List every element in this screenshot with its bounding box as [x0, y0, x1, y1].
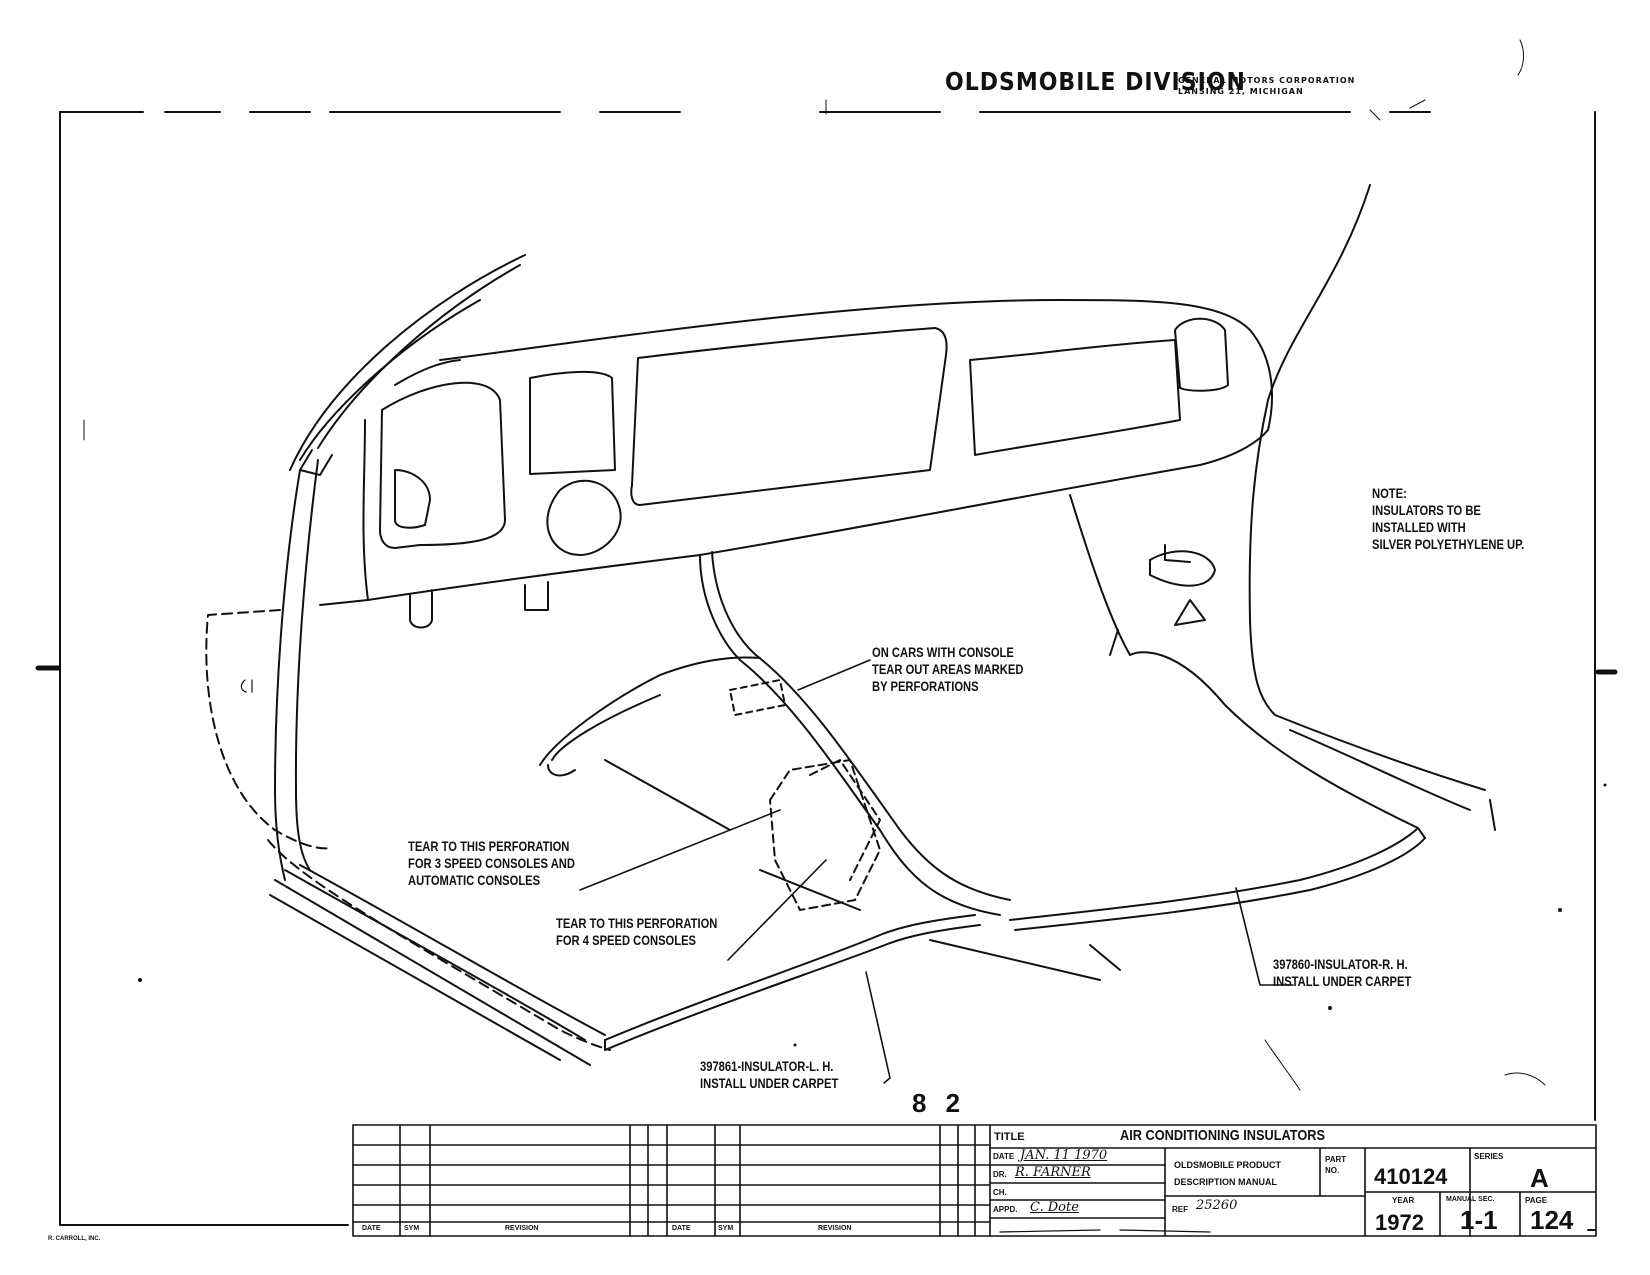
- division-name: OLDSMOBILE DIVISION: [945, 68, 1246, 97]
- series-value: A: [1530, 1163, 1549, 1193]
- date-label: DATE: [993, 1152, 1015, 1161]
- part-number-label: PART NO.: [1325, 1155, 1347, 1175]
- callout-line: TEAR TO THIS PERFORATION: [408, 838, 570, 854]
- border-left: [59, 111, 349, 1226]
- three-speed-callout: TEAR TO THIS PERFORATION FOR 3 SPEED CON…: [408, 838, 575, 889]
- drawn-by-value: R. FARNER: [1015, 1165, 1091, 1180]
- rev-sym-header-2: SYM: [718, 1225, 734, 1232]
- rev-revision-header-2: REVISION: [818, 1225, 852, 1232]
- rev-date-header: DATE: [362, 1225, 381, 1232]
- note-line: INSULATORS TO BE: [1372, 502, 1481, 518]
- callout-line: INSTALL UNDER CARPET: [1273, 973, 1412, 989]
- corporation-name: GENERAL MOTORS CORPORATION: [1178, 76, 1356, 85]
- title-block-grid: [352, 1124, 1597, 1237]
- page-number: 8 2: [912, 1088, 967, 1118]
- manual-section-value: 1-1: [1460, 1205, 1498, 1235]
- checked-by-label: CH.: [993, 1188, 1007, 1197]
- installation-note: NOTE: INSULATORS TO BE INSTALLED WITH SI…: [1372, 485, 1524, 553]
- rh-insulator-callout: 397860-INSULATOR-R. H. INSTALL UNDER CAR…: [1273, 956, 1411, 990]
- callout-line: 397861-INSULATOR-L. H.: [700, 1058, 834, 1074]
- rev-revision-header: REVISION: [505, 1225, 539, 1232]
- drawing-title: AIR CONDITIONING INSULATORS: [1120, 1127, 1325, 1144]
- printer-credit: R. CARROLL, INC.: [48, 1236, 101, 1242]
- console-callout: ON CARS WITH CONSOLE TEAR OUT AREAS MARK…: [872, 644, 1023, 695]
- manual-name-line-1: OLDSMOBILE PRODUCT: [1174, 1160, 1281, 1170]
- callout-line: 397860-INSULATOR-R. H.: [1273, 956, 1408, 972]
- page-value: 124: [1530, 1205, 1574, 1235]
- title-label: TITLE: [994, 1131, 1025, 1143]
- rev-sym-header: SYM: [404, 1225, 420, 1232]
- callout-line: FOR 3 SPEED CONSOLES AND: [408, 855, 575, 871]
- callout-line: BY PERFORATIONS: [872, 678, 979, 694]
- date-value: JAN. 11 1970: [1020, 1148, 1108, 1163]
- year-value: 1972: [1375, 1210, 1424, 1235]
- lh-insulator-callout: 397861-INSULATOR-L. H. INSTALL UNDER CAR…: [700, 1058, 838, 1092]
- page-label: PAGE: [1525, 1196, 1548, 1205]
- note-line: SILVER POLYETHYLENE UP.: [1372, 536, 1525, 552]
- note-line: INSTALLED WITH: [1372, 519, 1466, 535]
- four-speed-callout: TEAR TO THIS PERFORATION FOR 4 SPEED CON…: [556, 915, 717, 949]
- callout-line: ON CARS WITH CONSOLE: [872, 644, 1014, 660]
- note-line: NOTE:: [1372, 485, 1407, 501]
- callout-line: INSTALL UNDER CARPET: [700, 1075, 839, 1091]
- callout-line: FOR 4 SPEED CONSOLES: [556, 932, 697, 948]
- corporation-location: LANSING 21, MICHIGAN: [1178, 87, 1304, 96]
- reference-value: 25260: [1196, 1198, 1238, 1213]
- rev-date-header-2: DATE: [672, 1225, 691, 1232]
- callout-line: AUTOMATIC CONSOLES: [408, 872, 541, 888]
- callout-line: TEAR TO THIS PERFORATION: [556, 915, 718, 931]
- reference-label: REF: [1172, 1205, 1188, 1214]
- manual-section-label: MANUAL SEC.: [1446, 1196, 1495, 1203]
- approved-by-value: C. Dote: [1030, 1200, 1079, 1215]
- year-label: YEAR: [1392, 1196, 1415, 1205]
- callout-line: TEAR OUT AREAS MARKED: [872, 661, 1024, 677]
- approved-by-label: APPD.: [993, 1205, 1018, 1214]
- series-label: SERIES: [1474, 1152, 1504, 1161]
- part-number: 410124: [1374, 1164, 1448, 1189]
- drawn-by-label: DR.: [993, 1170, 1007, 1179]
- manual-name-line-2: DESCRIPTION MANUAL: [1174, 1177, 1277, 1187]
